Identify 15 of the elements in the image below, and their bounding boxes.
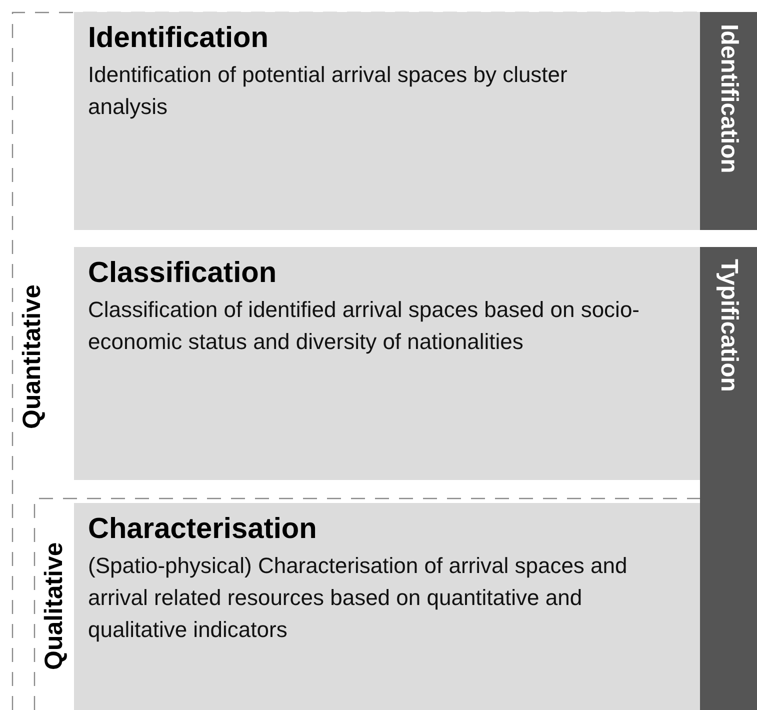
step-description: Identification of potential arrival spaces by cluster analysis <box>88 61 568 121</box>
group-label: Quantitative <box>18 284 47 432</box>
step-description: Classification of identified arrival spaces based on socio-economic status and diversity of nationalities <box>88 296 641 356</box>
step-heading: Identification <box>88 22 268 55</box>
step-panel <box>74 12 700 230</box>
phase-bar <box>700 12 757 230</box>
step-heading: Classification <box>88 257 277 290</box>
dashed-group-frame <box>12 12 700 710</box>
step-description: (Spatio-physical) Characterisation of arrival spaces and arrival related resources based on quantitative and qualitative indicators <box>88 552 628 644</box>
phase-label: Identification <box>714 23 742 174</box>
step-panel <box>74 247 700 480</box>
phase-label: Typification <box>714 258 742 392</box>
phase-bar <box>700 247 757 710</box>
group-label: Qualitative <box>40 541 69 672</box>
step-heading: Characterisation <box>88 513 317 546</box>
